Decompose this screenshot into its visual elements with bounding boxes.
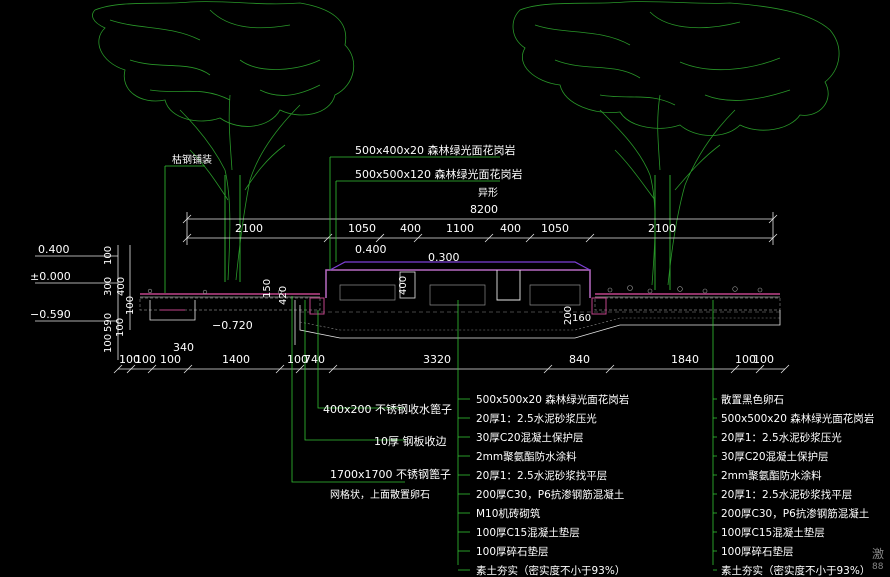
vertical-dimension: 150	[262, 278, 273, 298]
dimension-tick	[605, 364, 615, 374]
level-marker: 0.400	[355, 243, 387, 256]
callout-label-top3: 异形	[478, 188, 498, 199]
layer-item: 200厚C30，P6抗渗钢筋混凝土	[476, 489, 625, 501]
bottom-dimension-line	[113, 364, 790, 374]
dimension-tick	[275, 364, 285, 374]
layer-item: 素土夯实（密实度不小于93%）	[476, 565, 626, 577]
overall-dimension	[182, 212, 778, 245]
layer-item: 30厚C20混凝土保护层	[721, 451, 829, 463]
bottom-dimension: 840	[569, 353, 590, 366]
dimension-tick	[484, 233, 494, 243]
dimension-tick	[295, 364, 305, 374]
layer-item: 100厚碎石垫层	[476, 546, 549, 558]
top-callout-leaders	[164, 156, 500, 293]
bottom-dimension: 100	[735, 353, 756, 366]
bottom-dimension: 100	[287, 353, 308, 366]
layer-item: 20厚1：2.5水泥砂浆找平层	[476, 470, 608, 482]
layer-item: 20厚1：2.5水泥砂浆压光	[721, 432, 842, 444]
dimension-tick	[780, 364, 790, 374]
vertical-dimension: 300	[103, 276, 114, 296]
layer-item: 素土夯实（密实度不小于93%）	[721, 565, 871, 577]
vertical-dimension: 100	[103, 245, 114, 265]
level-marker: 0.300	[428, 251, 460, 264]
vertical-dimension: 400	[398, 275, 409, 295]
callout-label-fence: 枯钢铺装	[172, 155, 212, 166]
dimension-tick	[375, 233, 385, 243]
vertical-dimension: 420	[278, 285, 289, 305]
left-callout-text: 1700x1700 不锈钢篦子	[330, 468, 451, 481]
dimension-tick	[768, 233, 778, 243]
level-marker: −0.590	[30, 308, 71, 321]
segment-dimension: 1050	[541, 222, 569, 235]
level-marker: ±0.000	[30, 270, 71, 283]
dimension-tick	[525, 233, 535, 243]
dimension-tick	[147, 364, 157, 374]
left-callout-text: 10厚 钢板收边	[374, 435, 447, 448]
level-marker: −0.720	[212, 319, 253, 332]
layer-item: 2mm聚氨酯防水涂料	[476, 451, 577, 463]
dimension-340: 340	[173, 341, 194, 354]
left-callout-leaders	[291, 296, 405, 483]
section-ground	[139, 261, 781, 339]
layer-item: 散置黑色卵石	[721, 394, 784, 406]
bottom-dimension: 100	[135, 353, 156, 366]
bottom-dimension: 1400	[222, 353, 250, 366]
vertical-dimension: 100	[125, 295, 136, 315]
dimension-tick	[755, 364, 765, 374]
level-marker: 0.400	[38, 243, 70, 256]
layer-item: 100厚碎石垫层	[721, 546, 794, 558]
layer-item: 500x500x20 森林绿光面花岗岩	[721, 413, 875, 425]
bottom-dimension: 3320	[423, 353, 451, 366]
segment-dimension: 2100	[648, 222, 676, 235]
layer-item: 200厚C30，P6抗渗钢筋混凝土	[721, 508, 870, 520]
layer-item: 20厚1：2.5水泥砂浆压光	[476, 413, 597, 425]
left-callout-text: 400x200 不锈钢收水篦子	[323, 403, 452, 416]
layer-item: 30厚C20混凝土保护层	[476, 432, 584, 444]
layer-item: 100厚C15混凝土垫层	[721, 527, 825, 539]
left-callout-text: 网格状，上面散置卵石	[330, 490, 430, 501]
tree-left-illustration	[92, 1, 354, 282]
callout-label-top1: 500x400x20 森林绿光面花岗岩	[355, 144, 516, 157]
dimension-tick	[585, 233, 595, 243]
corner-text: 激	[872, 547, 885, 561]
left-vertical-dimension-line	[35, 245, 296, 360]
vertical-dimension: 590	[103, 312, 114, 332]
corner-text: 88	[872, 562, 884, 572]
dimension-tick	[113, 364, 123, 374]
bottom-dimension: 1840	[671, 353, 699, 366]
dimension-tick	[543, 364, 553, 374]
dimension-tick	[126, 364, 136, 374]
segment-dimension: 400	[500, 222, 521, 235]
layer-item: 2mm聚氨酯防水涂料	[721, 470, 822, 482]
layer-item: 20厚1：2.5水泥砂浆找平层	[721, 489, 853, 501]
dimension-tick	[730, 364, 740, 374]
dimension-tick	[413, 233, 423, 243]
segment-dimension: 1050	[348, 222, 376, 235]
callout-label-top2: 500x500x120 森林绿光面花岗岩	[355, 168, 523, 181]
vertical-dimension: 100	[115, 317, 126, 337]
layer-item: 100厚C15混凝土垫层	[476, 527, 580, 539]
layer-item: M10机砖砌筑	[476, 508, 541, 520]
dimension-tick	[328, 364, 338, 374]
vertical-dimension: 400	[116, 276, 127, 296]
tree-right-illustration	[512, 1, 840, 290]
bottom-dimension: 740	[304, 353, 325, 366]
segment-dimension-line	[182, 233, 778, 243]
segment-dimension: 400	[400, 222, 421, 235]
segment-dimension: 2100	[235, 222, 263, 235]
segment-dimension: 1100	[446, 222, 474, 235]
vertical-dimension: 160	[572, 313, 592, 324]
dimension-tick	[323, 233, 333, 243]
dimension-tick	[183, 364, 193, 374]
overall-dimension-text: 8200	[470, 203, 498, 216]
bottom-dimension: 100	[753, 353, 774, 366]
vertical-dimension: 100	[103, 333, 114, 353]
layer-item: 500x500x20 森林绿光面花岗岩	[476, 394, 630, 406]
bottom-dimension: 100	[160, 353, 181, 366]
dimension-tick	[182, 233, 192, 243]
bottom-dimension: 100	[119, 353, 140, 366]
